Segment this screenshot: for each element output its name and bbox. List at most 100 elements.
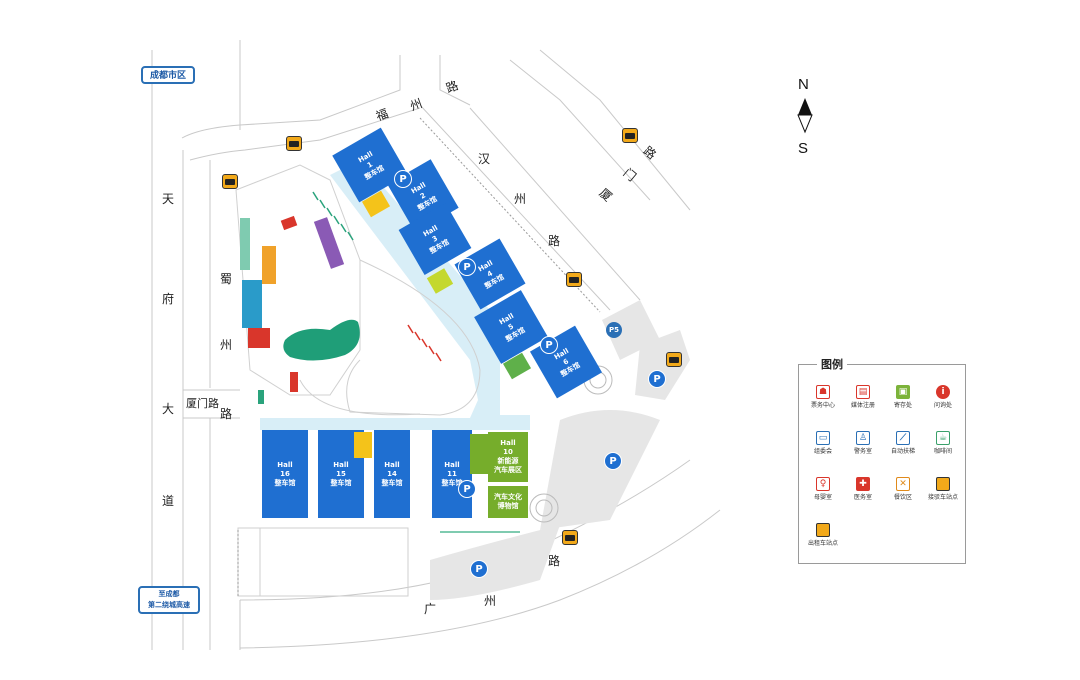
food-area-bottom <box>354 432 372 458</box>
vip-parking <box>248 328 270 348</box>
parking-icon: P <box>540 336 558 354</box>
road-hanzhou-char-2: 州 <box>514 192 527 206</box>
nursing-room-icon: ♀ <box>816 477 830 491</box>
legend-item-info: i 问询处 <box>923 385 963 410</box>
legend-item-police: ♙ 警务室 <box>843 431 883 456</box>
sign-line-1: 至成都 <box>158 590 180 598</box>
legend-label: 餐饮区 <box>893 494 912 501</box>
hall-10[interactable]: Hall 10 新能源 汽车展区 <box>488 432 528 482</box>
bus-stop-icon[interactable] <box>566 272 582 287</box>
legend-label: 票务中心 <box>810 402 835 409</box>
road-tianfu-char-2: 府 <box>162 292 175 306</box>
information-icon: i <box>936 385 950 399</box>
hall-label: Hall <box>500 439 516 447</box>
legend-label: 警务室 <box>853 448 872 455</box>
taxi-icon <box>816 523 830 537</box>
hall-label: Hall <box>384 460 400 469</box>
hall-type: 整车馆 <box>363 163 386 182</box>
bus-stop-icon[interactable] <box>622 128 638 143</box>
legend-item-medical: ✚ 医务室 <box>843 477 883 502</box>
museum-name-line1: 汽车文化 <box>494 493 522 501</box>
legend-label: 媒体注册 <box>850 402 875 409</box>
hall-type: 整车馆 <box>441 478 463 487</box>
hall-type-line1: 新能源 <box>497 457 519 465</box>
hall-number: 11 <box>447 469 457 478</box>
bus-stop-icon[interactable] <box>222 174 238 189</box>
legend-label: 咖啡间 <box>933 448 952 455</box>
organizing-committee-icon: ▭ <box>816 431 830 445</box>
hall-16[interactable]: Hall 16 整车馆 <box>262 430 308 518</box>
road-guangzhou-char-2: 州 <box>484 594 497 608</box>
legend-item-ticket: ☗ 票务中心 <box>803 385 843 410</box>
shuttle-bus-icon <box>936 477 950 491</box>
luggage-storage-icon: ▣ <box>896 385 910 399</box>
legend-item-nursery: ♀ 母婴室 <box>803 477 843 502</box>
bus-stop-icon[interactable] <box>562 530 578 545</box>
medical-room-icon: ✚ <box>856 477 870 491</box>
roundabout-south <box>529 493 559 523</box>
gate-marker <box>290 372 298 392</box>
legend-label: 出租车站点 <box>807 540 838 547</box>
parking-icon: P <box>470 560 488 578</box>
hall-label: Hall <box>277 460 293 469</box>
legend-item-media: ▤ 媒体注册 <box>843 385 883 410</box>
hall-11[interactable]: Hall 11 整车馆 <box>432 430 472 518</box>
hall-number: 16 <box>280 469 290 478</box>
legend-label: 医务室 <box>853 494 872 501</box>
sign-second-ring-expressway: 至成都 第二绕城高速 <box>138 586 200 614</box>
hall-type: 整车馆 <box>274 478 296 487</box>
road-guangzhou-char-3: 路 <box>548 554 561 568</box>
media-registration-icon: ▤ <box>856 385 870 399</box>
hall-number: 15 <box>336 469 346 478</box>
legend-item-storage: ▣ 寄存处 <box>883 385 923 410</box>
legend: 图例 ☗ 票务中心 ▤ 媒体注册 ▣ 寄存处 i 问询处 ▭ 组委会 ♙ 警务室… <box>798 356 966 564</box>
green-connector <box>470 434 488 474</box>
road-tianfu-char-1: 天 <box>162 192 175 206</box>
legend-label: 问询处 <box>933 402 952 409</box>
gate-marker <box>258 390 264 404</box>
museum-name-line2: 博物馆 <box>497 502 519 510</box>
legend-item-committee: ▭ 组委会 <box>803 431 843 456</box>
road-hanzhou-char-3: 路 <box>548 234 561 248</box>
parking-icon: P <box>394 170 412 188</box>
coffee-icon: ☕ <box>936 431 950 445</box>
hall-type: 整车馆 <box>483 272 506 291</box>
dining-area-icon: ✕ <box>896 477 910 491</box>
legend-item-shuttle: 接驳车站点 <box>923 477 963 502</box>
police-office-icon: ♙ <box>856 431 870 445</box>
parking-icon: P <box>458 258 476 276</box>
hall-type: 整车馆 <box>559 360 582 379</box>
parking-icon: P <box>604 452 622 470</box>
bus-stop-icon[interactable] <box>286 136 302 151</box>
compass-south: S <box>798 140 809 157</box>
hall-type: 整车馆 <box>381 478 403 487</box>
hall-number: 10 <box>503 448 513 456</box>
hall-type-line2: 汽车展区 <box>494 466 522 474</box>
legend-item-taxi: 出租车站点 <box>803 523 843 548</box>
legend-label: 组委会 <box>813 448 832 455</box>
escalator-icon: ⟋ <box>896 431 910 445</box>
road-hanzhou-char-1: 汉 <box>478 152 491 166</box>
facility-orange <box>262 246 276 284</box>
sign-line-2: 第二绕城高速 <box>148 601 190 609</box>
legend-label: 自动扶梯 <box>890 448 915 455</box>
road-guangzhou-char-1: 广 <box>424 602 437 616</box>
car-culture-museum[interactable]: 汽车文化 博物馆 <box>488 486 528 518</box>
hall-14[interactable]: Hall 14 整车馆 <box>374 430 410 518</box>
legend-item-cafe: ☕ 咖啡间 <box>923 431 963 456</box>
sign-chengdu-city: 成都市区 <box>141 66 195 84</box>
bus-stop-icon[interactable] <box>666 352 682 367</box>
legend-item-escalator: ⟋ 自动扶梯 <box>883 431 923 456</box>
road-shuzhou-char-1: 蜀 <box>220 272 233 286</box>
parking-lot-south <box>430 525 560 600</box>
compass-north: N <box>798 76 809 93</box>
road-xiamen-lu-char: 路 <box>220 407 233 421</box>
road-xiamen-label: 厦门路 <box>186 397 219 410</box>
legend-item-dining: ✕ 餐饮区 <box>883 477 923 502</box>
road-shuzhou-char-2: 州 <box>220 338 233 352</box>
hall-type: 整车馆 <box>330 478 352 487</box>
parking-lot-south-east <box>540 410 660 530</box>
tianfu-avenue-road <box>151 40 241 650</box>
parking-structure <box>237 527 409 597</box>
